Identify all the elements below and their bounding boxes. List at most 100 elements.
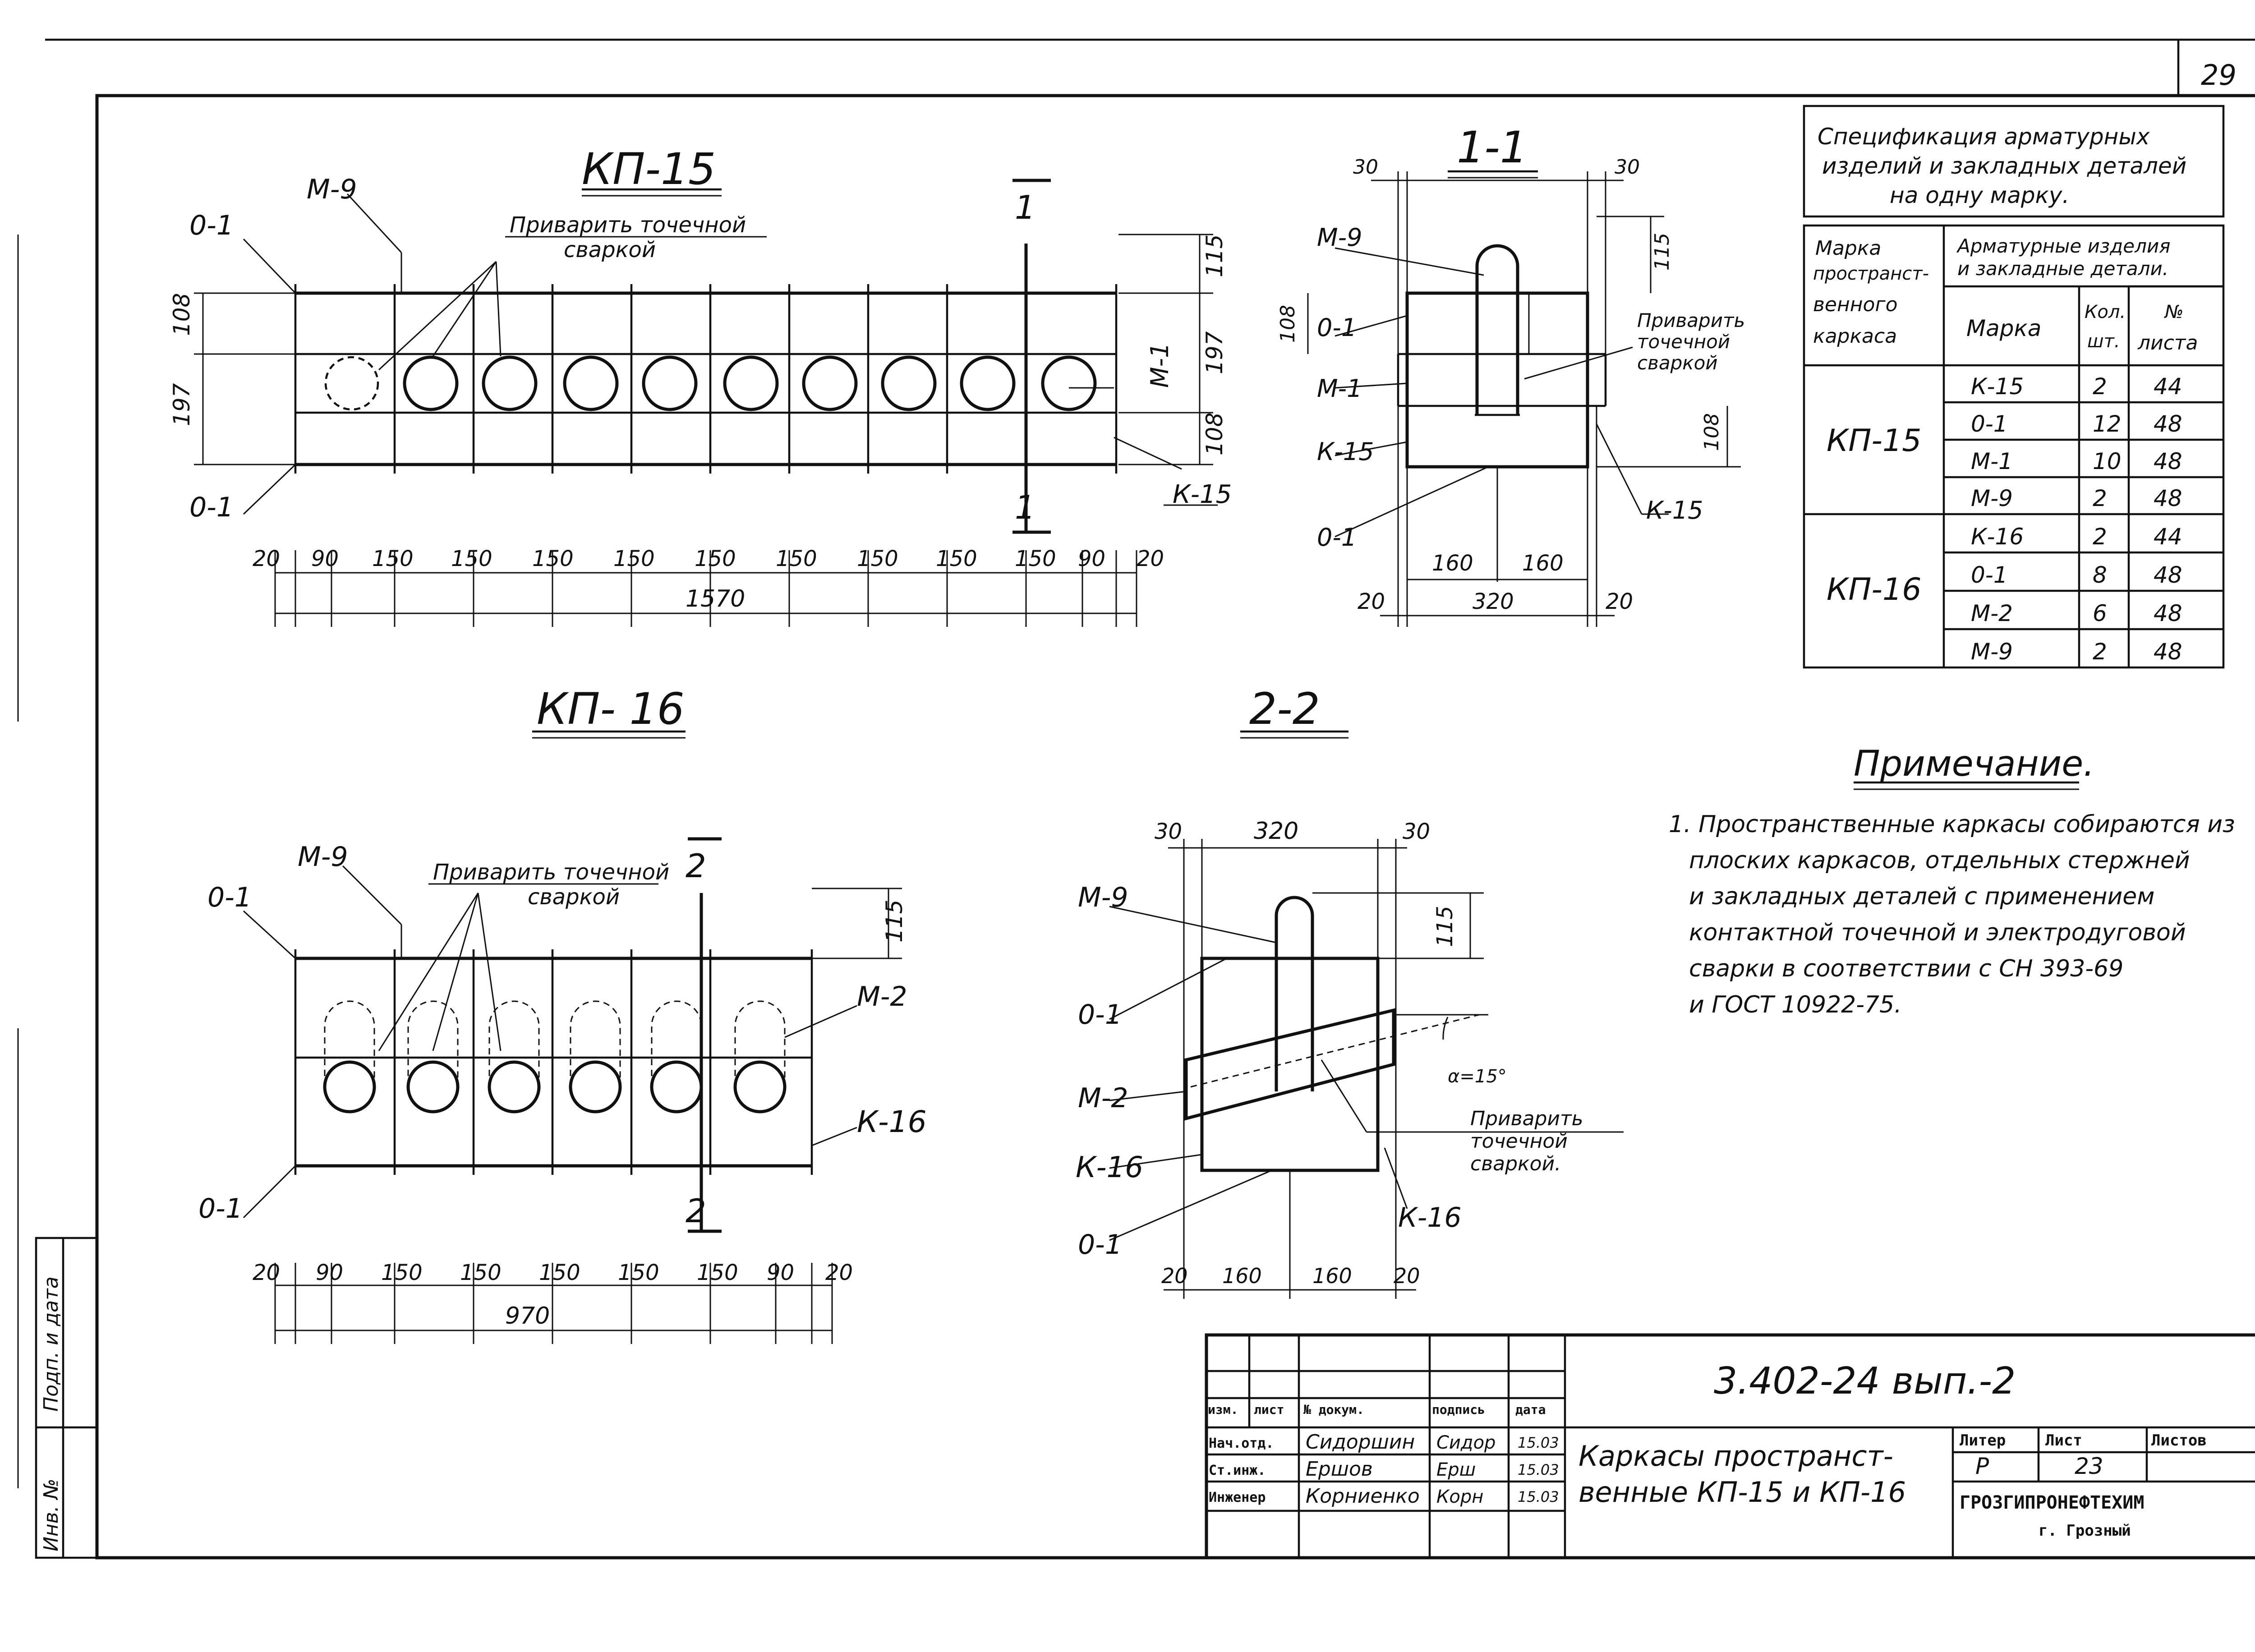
- kp15-label-k15: К-15: [1173, 480, 1232, 509]
- spec-row-qty: 10: [2093, 448, 2122, 474]
- kp15-weld-note-line2: сваркой: [564, 237, 656, 262]
- kp15-label-o1-top: 0-1: [189, 210, 234, 241]
- spec-row-sheet: 48: [2154, 639, 2182, 665]
- section-22-weld-line3: сваркой.: [1470, 1152, 1561, 1175]
- spec-row-marka: М-1: [1971, 448, 2013, 474]
- kp16-title: КП- 16: [537, 684, 685, 734]
- spec-header-marka-line2: пространст-: [1813, 263, 1929, 284]
- section-22-dim-b160-b: 160: [1312, 1264, 1352, 1288]
- section-22-dim-top-320: 320: [1254, 818, 1298, 845]
- spec-row-marka: М-9: [1971, 639, 2013, 665]
- kp15-weld-note-line1: Приварить точечной: [510, 212, 746, 238]
- title-block-stage-header: Литер: [1960, 1431, 2006, 1450]
- section-22-weld-line2: точечной: [1470, 1130, 1568, 1153]
- title-block-title-line1: Каркасы пространст-: [1578, 1440, 1893, 1473]
- kp16-section-mark-top: 2: [686, 847, 706, 885]
- section-11-dim-b160-a: 160: [1432, 551, 1473, 576]
- title-block-col-date: дата: [1515, 1402, 1546, 1417]
- spec-row-sheet: 48: [2154, 562, 2182, 588]
- section-22-label-m2: М-2: [1078, 1082, 1128, 1114]
- section-22-dim-b20-a: 20: [1161, 1264, 1188, 1288]
- kp16-dim-seg: 150: [539, 1260, 580, 1285]
- section-22-angle: α=15°: [1448, 1066, 1507, 1087]
- kp16-anchor-circle: [569, 1060, 622, 1114]
- spec-row-sheet: 44: [2154, 373, 2182, 400]
- staff-sign: Ерш: [1436, 1459, 1476, 1480]
- kp16-anchor-loop: [324, 1000, 375, 1087]
- spec-row-qty: 6: [2093, 600, 2107, 626]
- kp15-anchor-circle: [563, 355, 619, 411]
- section-11-dim-b160-b: 160: [1522, 551, 1564, 576]
- section-2-2: 2-2 α=15° М-9 0-1 М-2 К-16 0-1 К-16 Прив…: [1076, 684, 1624, 1299]
- staff-name: Корниенко: [1306, 1485, 1420, 1508]
- kp16-dim-seg: 150: [618, 1260, 659, 1285]
- section-22-label-k16-a: К-16: [1076, 1151, 1143, 1184]
- title-block-col-list: лист: [1254, 1402, 1284, 1417]
- note-line: контактной точечной и электродуговой: [1689, 919, 2186, 946]
- kp16-dim-ticks: [274, 1263, 833, 1344]
- section-11-label-o1-a: 0-1: [1317, 313, 1357, 342]
- spec-row-qty: 8: [2093, 562, 2107, 588]
- spec-header-group-line1: Арматурные изделия: [1956, 235, 2171, 257]
- section-22-label-o1-b: 0-1: [1078, 1229, 1122, 1261]
- section-11-weld-line1: Приварить: [1637, 309, 1745, 331]
- spec-group-name: КП-16: [1827, 572, 1921, 607]
- staff-date: 15.03: [1518, 1461, 1559, 1478]
- kp15-dim-seg: 150: [857, 546, 898, 571]
- staff-role: Нач.отд.: [1209, 1436, 1274, 1451]
- kp15-anchor-circle: [482, 355, 538, 411]
- spec-row-marka: М-9: [1971, 485, 2013, 511]
- kp16-anchor-loop: [407, 1000, 459, 1087]
- spec-title-line3: на одну марку.: [1890, 182, 2069, 208]
- section-22-weld-line1: Приварить: [1470, 1107, 1583, 1130]
- left-stamp-column: [35, 1237, 98, 1559]
- spec-row-qty: 2: [2093, 524, 2107, 550]
- kp15-label-m9: М-9: [307, 174, 357, 205]
- kp15-dim-seg: 150: [1015, 546, 1056, 571]
- staff-date: 15.03: [1518, 1488, 1559, 1505]
- section-11-dim-b320: 320: [1473, 589, 1514, 614]
- spec-row-marka: 0-1: [1971, 562, 2008, 588]
- kp15-dim-seg: 150: [372, 546, 414, 571]
- kp15-dim-seg: 90: [311, 546, 339, 571]
- kp15-anchor-circle: [723, 355, 779, 411]
- note-title: Примечание.: [1854, 744, 2094, 784]
- kp16-anchor-circle: [733, 1060, 787, 1114]
- section-22-label-m9: М-9: [1078, 882, 1128, 913]
- kp16-anchor-circle: [323, 1060, 376, 1114]
- kp16-anchor-loop: [651, 1000, 702, 1087]
- spec-row-sheet: 48: [2154, 600, 2182, 626]
- kp15-anchor-circle: [881, 355, 937, 411]
- kp16-label-m9: М-9: [298, 841, 348, 873]
- kp15-dim-right-108: 108: [1201, 413, 1228, 456]
- kp16-anchor-circle: [488, 1060, 541, 1114]
- spec-row-marka: К-16: [1971, 524, 2024, 550]
- section-11-dim-108-left: 108: [1276, 305, 1299, 343]
- section-11-title: 1-1: [1457, 122, 1528, 173]
- kp16-verticals: [294, 949, 813, 1175]
- spec-header-marka-line4: каркаса: [1813, 325, 1897, 348]
- kp15-dim-seg: 150: [451, 546, 492, 571]
- title-block: 3.402-24 вып.-2 изм. лист № докум. подпи…: [1205, 1333, 2255, 1560]
- section-1-1: 1-1 М-9 0-1 М-1 К-15 0-1 К-15 Приварить …: [1276, 122, 1745, 627]
- title-block-stage-value: Р: [1975, 1453, 1989, 1479]
- spec-row-marka: К-15: [1971, 373, 2024, 400]
- view-kp15: КП-15 1 1 0-1 М-9 0-1 М-1 К-15: [169, 144, 1232, 627]
- signature-date-vertical-label: Подп. и дата: [40, 1276, 63, 1412]
- staff-sign: Сидор: [1436, 1432, 1496, 1453]
- note-line: плоских каркасов, отдельных стержней: [1689, 847, 2190, 874]
- spec-row-lines: [1944, 401, 2223, 630]
- kp16-dim-seg: 20: [825, 1260, 853, 1285]
- kp15-section-mark-bottom: 1: [1015, 488, 1035, 526]
- kp15-dim-total: 1570: [686, 585, 745, 612]
- page-number: 29: [2201, 59, 2237, 92]
- section-11-label-m1: М-1: [1317, 374, 1362, 403]
- kp15-title: КП-15: [582, 144, 716, 194]
- kp16-anchor-circle: [650, 1060, 703, 1114]
- kp15-anchor-circle: [802, 355, 858, 411]
- kp15-dim-seg: 150: [776, 546, 817, 571]
- section-11-dim-b20-b: 20: [1606, 589, 1633, 614]
- section-22-dim-b20-b: 20: [1394, 1264, 1420, 1288]
- kp15-dim-seg: 150: [936, 546, 977, 571]
- title-block-code: 3.402-24 вып.-2: [1714, 1360, 2016, 1403]
